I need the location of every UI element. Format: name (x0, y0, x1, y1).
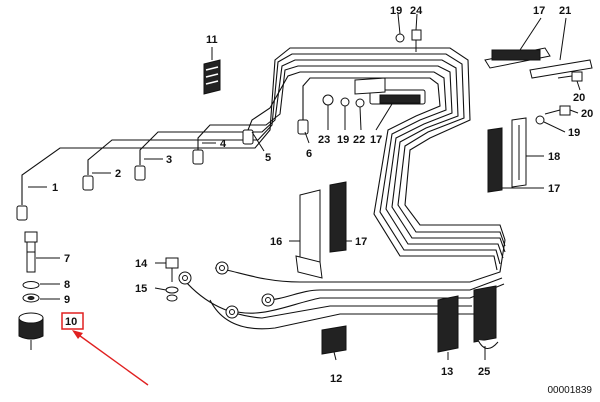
callout-17-top-middle: 17 (370, 134, 382, 146)
callout-9: 9 (64, 294, 70, 306)
reference-number: 00001839 (547, 385, 593, 396)
callout-14: 14 (135, 258, 148, 270)
callout-18: 18 (548, 151, 560, 163)
callout-labels: 1 2 3 4 5 6 7 8 9 10 11 12 13 14 15 16 1… (52, 5, 593, 385)
callout-20-top: 20 (573, 92, 585, 104)
callout-2: 2 (115, 168, 121, 180)
callout-6: 6 (306, 148, 312, 160)
callout-19-right: 19 (568, 127, 580, 139)
callout-20-lower: 20 (581, 108, 593, 120)
callout-13: 13 (441, 366, 453, 378)
callout-24: 24 (410, 5, 423, 17)
callout-4: 4 (220, 138, 227, 150)
callout-1: 1 (52, 182, 58, 194)
callout-8: 8 (64, 279, 70, 291)
callout-10-highlight-box (61, 312, 84, 330)
callout-10: 10 (65, 316, 77, 328)
callout-19-middle: 19 (337, 134, 349, 146)
callout-21: 21 (559, 5, 571, 17)
callout-22: 22 (353, 134, 365, 146)
callout-23: 23 (318, 134, 330, 146)
callout-25: 25 (478, 366, 490, 378)
callout-15: 15 (135, 283, 147, 295)
center-bracket (295, 181, 347, 279)
right-clamps (487, 117, 527, 193)
callout-5: 5 (265, 152, 271, 164)
callout-17-top-right: 17 (533, 5, 545, 17)
nozzle-holder-stack (18, 231, 44, 350)
highlight-arrow (72, 330, 149, 386)
callout-17-right-low: 17 (548, 183, 560, 195)
callout-17-center: 17 (355, 236, 367, 248)
bolts-14-15 (165, 257, 179, 302)
injection-pipe-bundle (16, 47, 506, 330)
clamp-11 (203, 59, 221, 95)
callout-11: 11 (206, 34, 218, 46)
callout-19-top: 19 (390, 5, 402, 17)
callout-7: 7 (64, 253, 70, 265)
callout-16: 16 (270, 236, 282, 248)
bottom-clamps (321, 285, 499, 355)
top-bracket-assembly (322, 29, 593, 125)
callout-3: 3 (166, 154, 172, 166)
leader-lines (28, 13, 581, 361)
callout-12: 12 (330, 373, 342, 385)
